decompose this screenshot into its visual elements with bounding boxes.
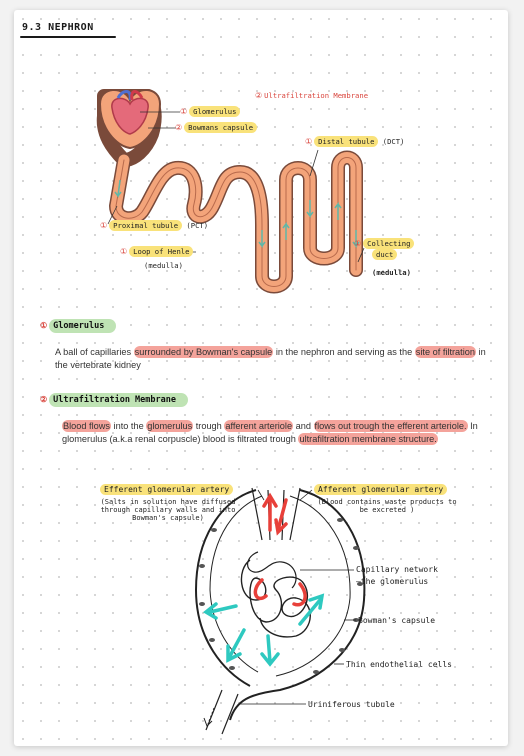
circle-marker: ① xyxy=(354,239,361,248)
label-bowmans-capsule-2: Bowman's capsule xyxy=(358,616,435,625)
circle-marker: ① xyxy=(305,137,312,146)
circle-marker: ① xyxy=(120,247,127,256)
circle-marker: ① xyxy=(40,321,47,330)
blood-flow-arrows xyxy=(255,496,305,605)
note-afferent: (Blood contains waste products to be exc… xyxy=(312,498,462,514)
outflow-arrow xyxy=(204,708,214,726)
circle-marker: ② xyxy=(175,123,182,132)
label-endothelial-cells: Thin endothelial cells xyxy=(346,660,452,669)
circle-marker: ① xyxy=(100,221,107,230)
label-the-glomerulus: —the glomerulus xyxy=(356,577,428,586)
ultrafiltration-paragraph: Blood flows into the glomerulus trough a… xyxy=(62,420,502,446)
label-uriniferous-tubule: Uriniferous tubule xyxy=(308,700,395,709)
circle-marker: ② xyxy=(40,395,47,404)
label-afferent-artery: Afferent glomerular artery xyxy=(314,485,447,494)
label-capillary-network: Capillary network xyxy=(356,565,438,574)
note-efferent: (Salts in solution have diffused through… xyxy=(98,498,238,522)
circle-number-2: ② xyxy=(255,91,262,100)
circle-number-1: ① xyxy=(180,107,187,116)
glomerulus-paragraph: A ball of capillaries surrounded by Bowm… xyxy=(55,346,495,372)
label-collecting-medulla: (medulla) xyxy=(372,268,411,277)
label-efferent-artery: Efferent glomerular artery xyxy=(100,485,233,494)
label-loop-medulla: (medulla) xyxy=(144,261,183,270)
